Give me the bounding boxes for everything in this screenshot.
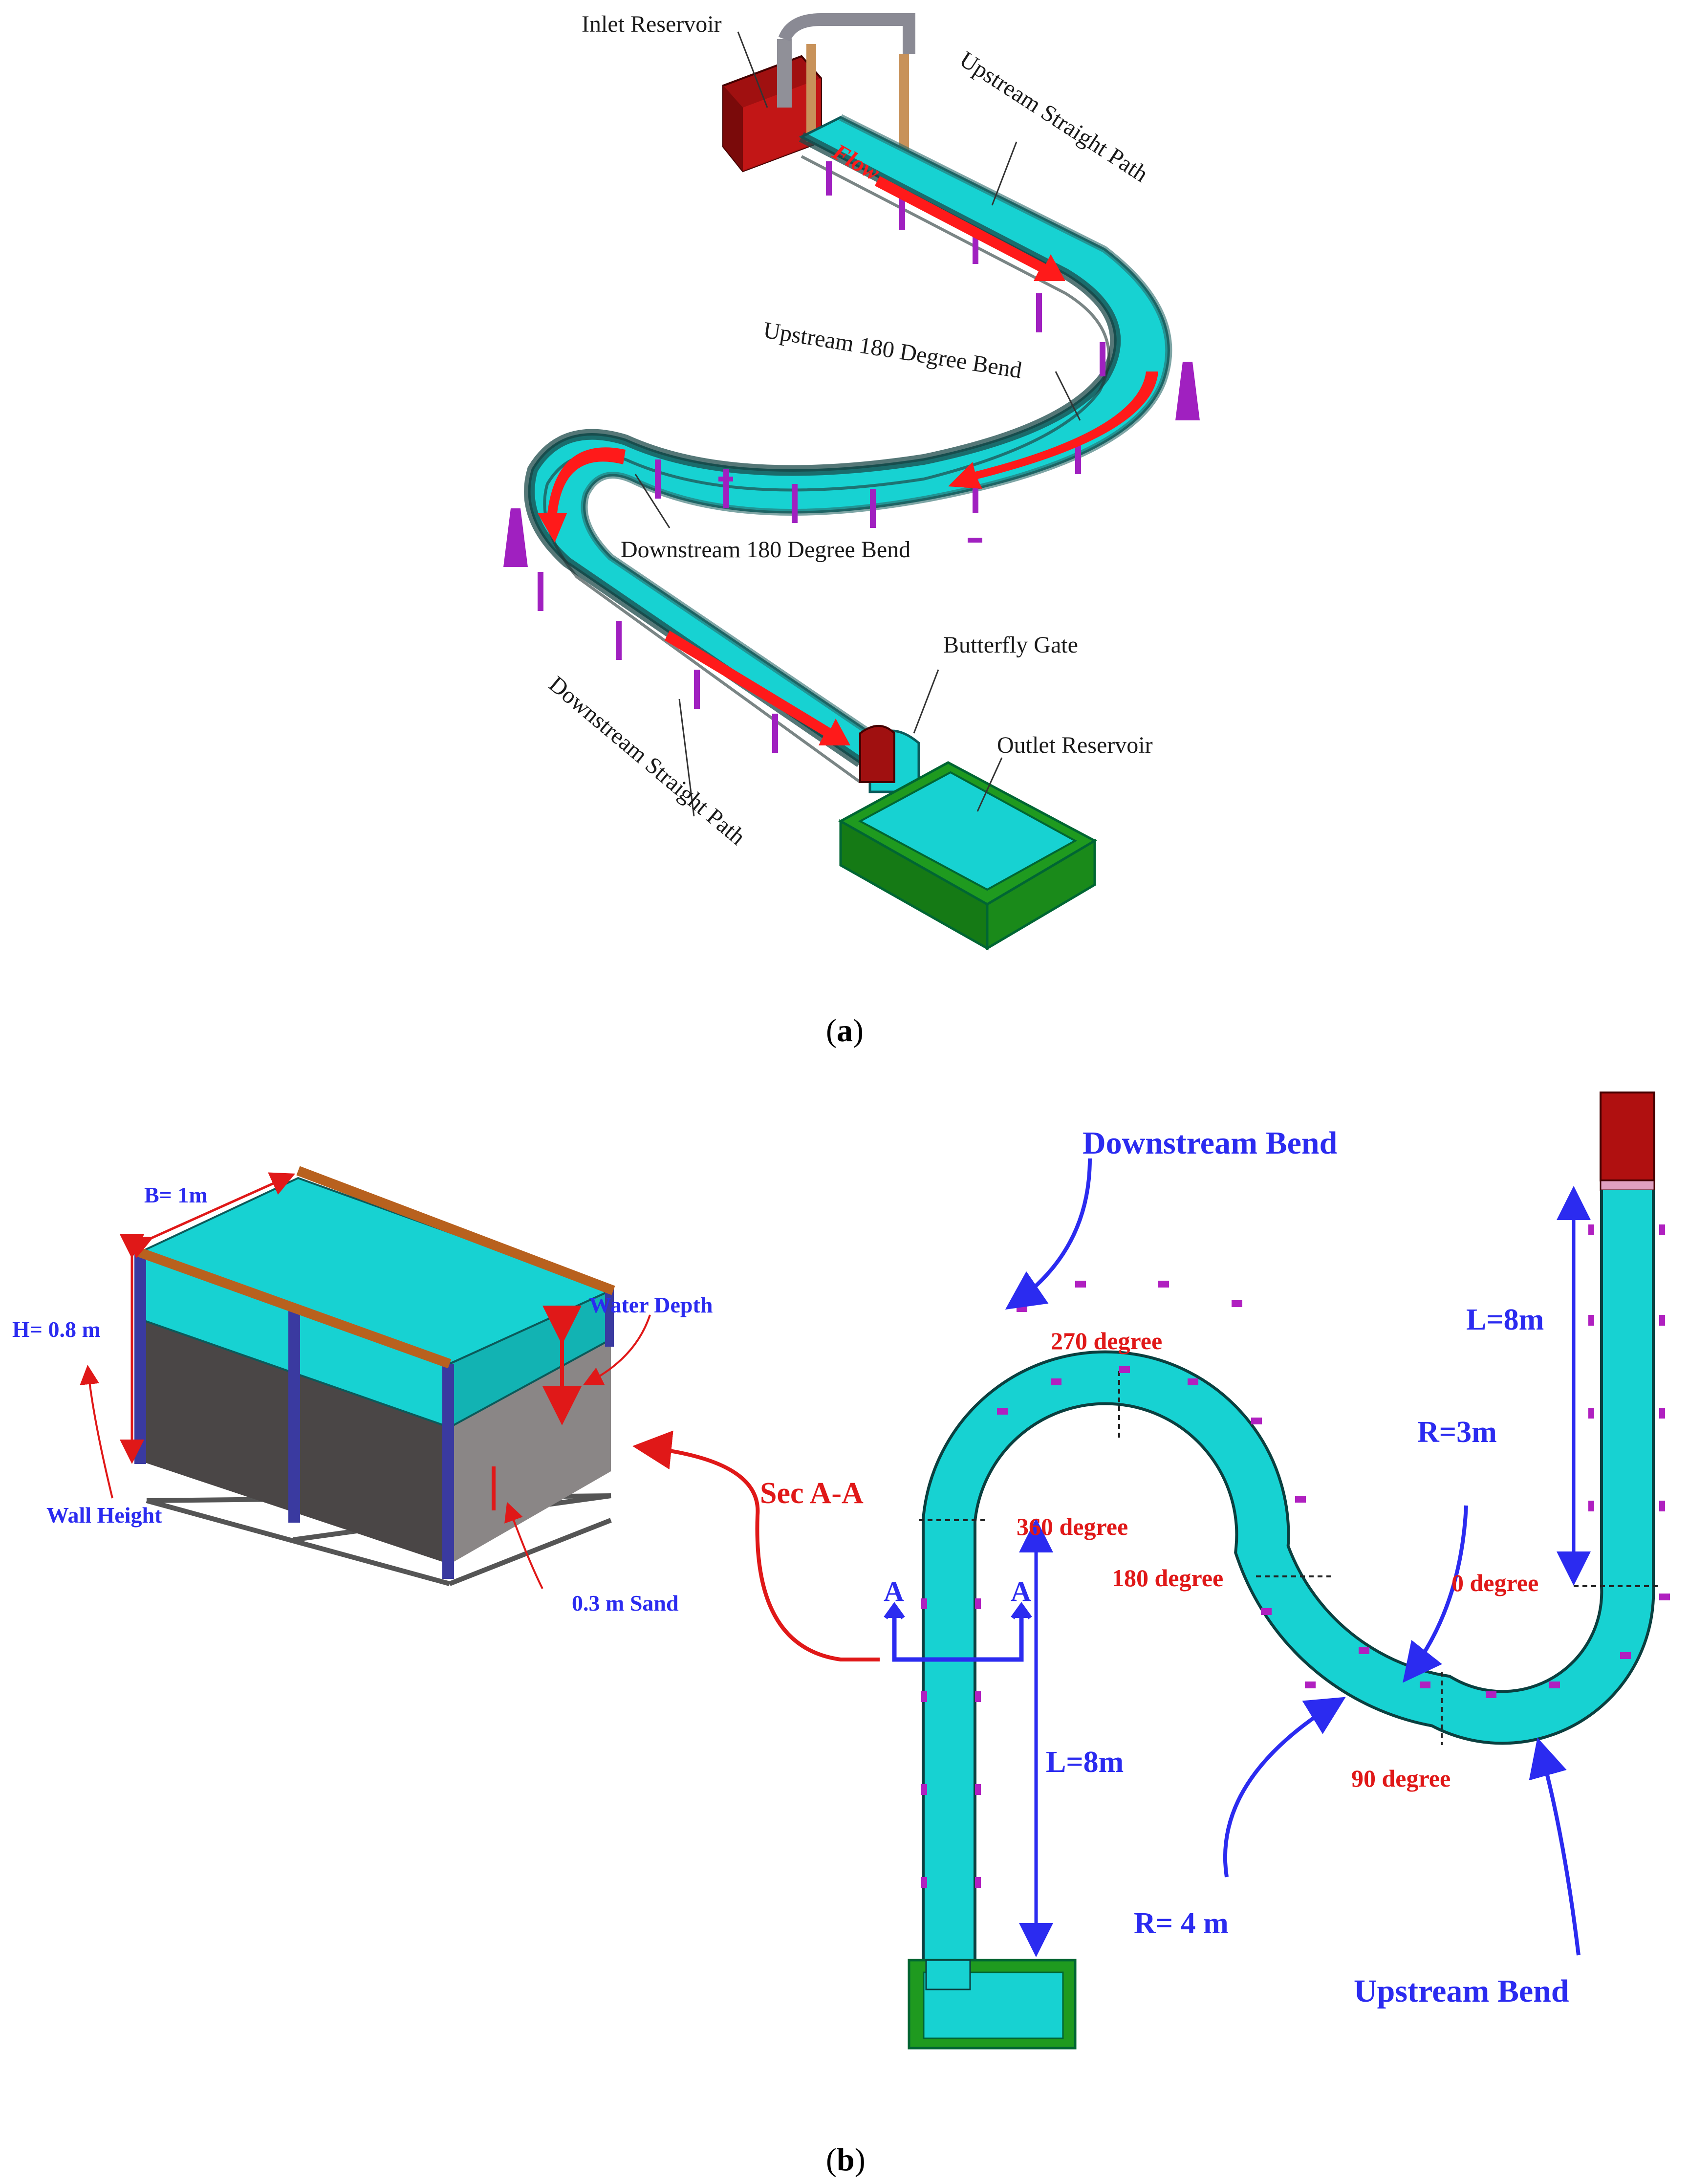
label-sand: 0.3 m Sand [572, 1591, 679, 1616]
label-upstream-bend: Upstream 180 Degree Bend [761, 317, 1023, 384]
label-downstream-bend-plan: Downstream Bend [1083, 1125, 1337, 1161]
label-r4: R= 4 m [1134, 1907, 1229, 1940]
panel-a-isometric-view: Inlet Reservoir Upstream Straight Path U… [503, 11, 1200, 1048]
label-180-degree: 180 degree [1112, 1564, 1223, 1592]
inlet-reservoir [722, 13, 915, 173]
label-butterfly-gate: Butterfly Gate [943, 632, 1078, 658]
label-l8-left: L=8m [1046, 1746, 1124, 1779]
plan-inlet-reservoir [1600, 1092, 1655, 1181]
label-downstream-straight-path: Downstream Straight Path [544, 671, 750, 850]
label-360-degree: 360 degree [1017, 1513, 1128, 1540]
panel-a-leader-lines [634, 31, 1081, 817]
label-section-a-right: A [1011, 1575, 1031, 1607]
plan-gauges [921, 1224, 1670, 1888]
label-outlet-reservoir: Outlet Reservoir [997, 732, 1153, 758]
label-sec-a-a: Sec A-A [760, 1477, 864, 1510]
butterfly-gate [859, 725, 920, 793]
label-downstream-bend: Downstream 180 Degree Bend [621, 537, 910, 563]
label-height: H= 0.8 m [12, 1317, 101, 1342]
label-r3: R=3m [1417, 1416, 1497, 1449]
label-section-a-left: A [884, 1575, 904, 1607]
flow-arrows [538, 176, 1158, 745]
label-wall-height: Wall Height [46, 1503, 162, 1528]
label-width: B= 1m [144, 1182, 208, 1207]
label-l8-right: L=8m [1466, 1303, 1544, 1336]
label-inlet-reservoir: Inlet Reservoir [582, 11, 722, 37]
label-0-degree: 0 degree [1451, 1569, 1538, 1596]
label-270-degree: 270 degree [1051, 1327, 1162, 1354]
channel-supports [503, 161, 1200, 753]
caption-a: (a) [826, 1013, 864, 1048]
outlet-reservoir [838, 761, 1098, 951]
caption-b: (b) [826, 2142, 866, 2178]
section-a-a-marker [884, 1602, 1032, 1662]
label-water-depth: Water Depth [589, 1292, 713, 1317]
label-upstream-bend-plan: Upstream Bend [1354, 1973, 1569, 2009]
panel-b-cross-section: B= 1m H= 0.8 m Wall Height Water Depth 0… [12, 1166, 880, 1661]
label-upstream-straight-path: Upstream Straight Path [955, 46, 1153, 187]
label-90-degree: 90 degree [1351, 1765, 1451, 1792]
panel-b-plan-view: A A Downstream Bend Upstream Bend L=8m L… [884, 1092, 1670, 2050]
